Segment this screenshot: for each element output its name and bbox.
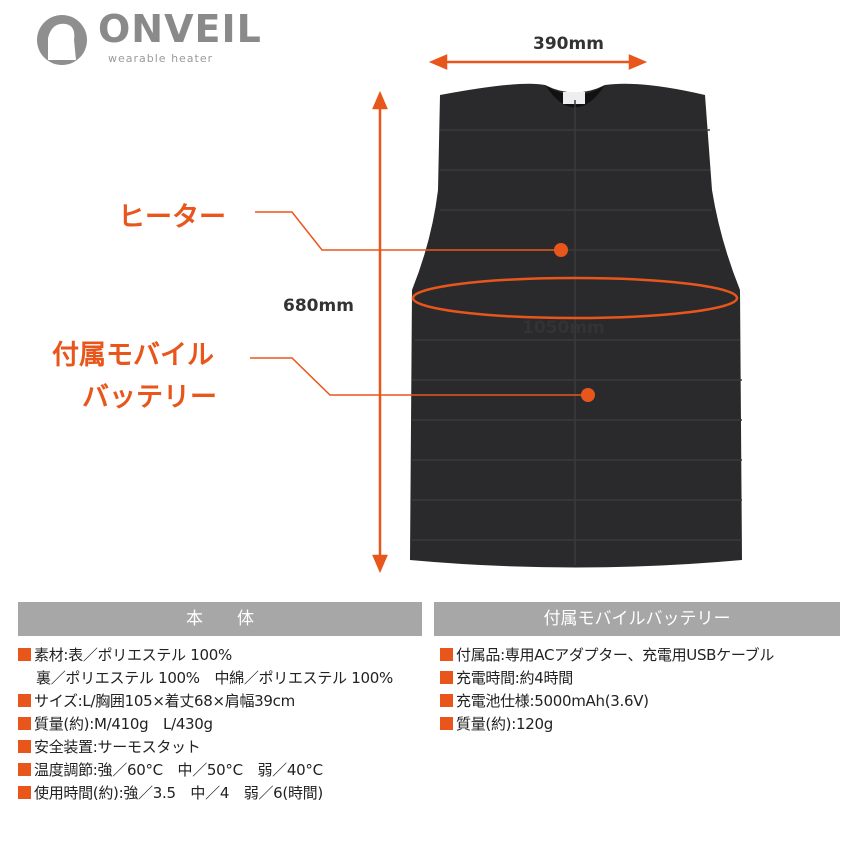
spec-item: 質量(約):M/410g L/430g — [18, 713, 428, 736]
spec-item: 温度調節:強／60°C 中／50°C 弱／40°C — [18, 759, 428, 782]
spec-item: 充電時間:約4時間 — [440, 667, 840, 690]
vest-image — [410, 83, 742, 568]
width-label: 390mm — [533, 34, 604, 54]
brand-tagline: wearable heater — [108, 52, 214, 65]
logo-icon — [37, 15, 87, 65]
battery-callout-line1: 付属モバイル — [52, 340, 214, 371]
battery-callout-line2: バッテリー — [82, 382, 217, 413]
dimension-markers — [250, 54, 739, 574]
spec-item: 質量(約):120g — [440, 713, 840, 736]
length-label: 680mm — [283, 296, 354, 316]
spec-item: 素材:表／ポリエステル 100% — [18, 644, 428, 667]
body-spec-section: 本 体 素材:表／ポリエステル 100% 裏／ポリエステル 100% 中綿／ポリ… — [18, 602, 422, 805]
spec-item: サイズ:L/胸囲105×着丈68×肩幅39cm — [18, 690, 428, 713]
body-spec-header: 本 体 — [18, 602, 422, 636]
battery-spec-header: 付属モバイルバッテリー — [434, 602, 840, 636]
chest-label: 1050mm — [522, 318, 605, 338]
spec-item: 安全装置:サーモスタット — [18, 736, 428, 759]
brand-logo: ONVEIL — [98, 7, 262, 51]
illustration — [37, 15, 742, 574]
spec-item: 付属品:専用ACアダプター、充電用USBケーブル — [440, 644, 840, 667]
spec-item: 充電池仕様:5000mAh(3.6V) — [440, 690, 840, 713]
battery-spec-section: 付属モバイルバッテリー 付属品:専用ACアダプター、充電用USBケーブル 充電時… — [434, 602, 840, 736]
heater-callout: ヒーター — [118, 202, 226, 233]
spec-item: 裏／ポリエステル 100% 中綿／ポリエステル 100% — [36, 669, 393, 687]
spec-item: 使用時間(約):強／3.5 中／4 弱／6(時間) — [18, 782, 428, 805]
